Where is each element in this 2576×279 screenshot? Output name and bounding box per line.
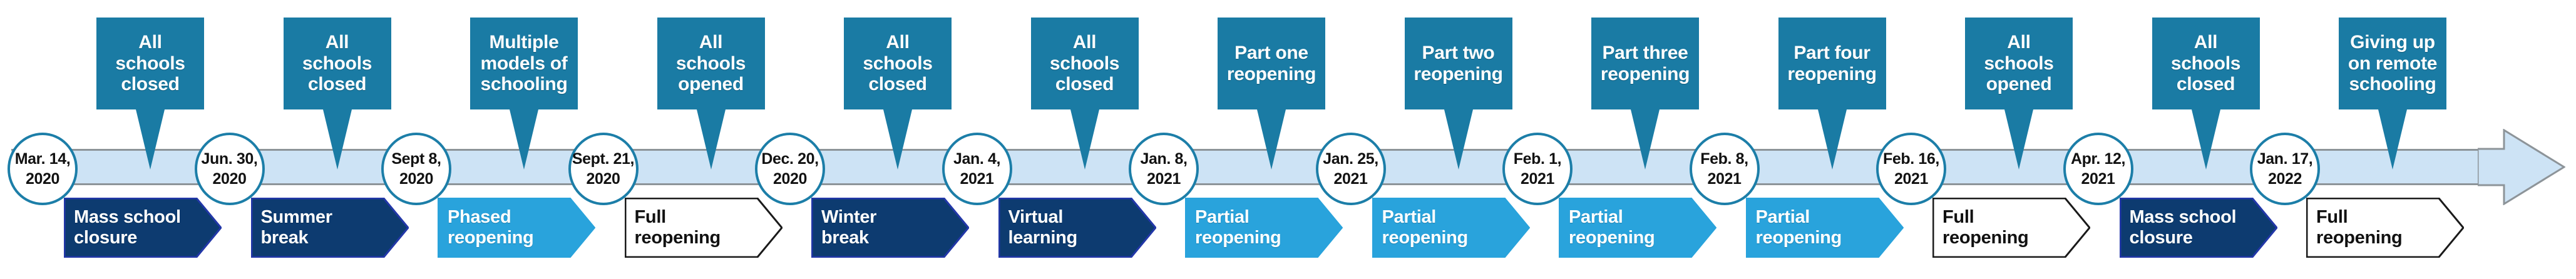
callout-pointer: [2191, 109, 2220, 170]
callout-pointer: [2378, 109, 2407, 170]
date-marker-circle[interactable]: Jan. 8, 2021: [1129, 133, 1199, 205]
date-line-2: 2021: [960, 170, 994, 188]
date-line-2: 2021: [2081, 170, 2115, 188]
date-line-2: 2020: [212, 170, 247, 188]
date-marker-circle[interactable]: Apr. 12, 2021: [2063, 133, 2133, 205]
date-line-1: Feb. 1,: [1513, 150, 1562, 168]
callout-pointer: [1257, 109, 1286, 170]
date-line-2: 2021: [1894, 170, 1928, 188]
date-line-1: Mar. 14,: [14, 150, 71, 168]
callout-pointer: [1444, 109, 1473, 170]
date-line-1: Jan. 25,: [1323, 150, 1378, 168]
date-line-2: 2021: [1520, 170, 1554, 188]
date-line-2: 2021: [1707, 170, 1742, 188]
date-marker-circle[interactable]: Jan. 4, 2021: [942, 133, 1012, 205]
date-marker-circle[interactable]: Jan. 17, 2022: [2250, 133, 2320, 205]
date-marker-circle[interactable]: Mar. 14, 2020: [8, 133, 78, 205]
date-marker-circle[interactable]: Sept 8, 2020: [381, 133, 451, 205]
date-line-2: 2020: [586, 170, 620, 188]
timeline-continues-arrow: [2478, 129, 2565, 205]
date-line-2: 2021: [1146, 170, 1181, 188]
callout-pointer: [2004, 109, 2033, 170]
date-line-1: Jun. 30,: [201, 150, 258, 168]
date-line-2: 2020: [399, 170, 433, 188]
date-line-1: Jan. 4,: [953, 150, 1001, 168]
date-line-2: 2022: [2267, 170, 2302, 188]
date-line-1: Feb. 8,: [1700, 150, 1748, 168]
date-line-1: Feb. 16,: [1883, 150, 1939, 168]
date-marker-circle[interactable]: Jun. 30, 2020: [194, 133, 265, 205]
callout-pointer: [1631, 109, 1660, 170]
date-line-1: Sept 8,: [391, 150, 441, 168]
date-line-2: 2020: [25, 170, 59, 188]
callout-pointer: [883, 109, 912, 170]
date-line-2: 2020: [772, 170, 807, 188]
callout-pointer: [696, 109, 726, 170]
date-marker-circle[interactable]: Feb. 16, 2021: [1876, 133, 1946, 205]
callout-pointer: [510, 109, 538, 170]
date-marker-circle[interactable]: Sept. 21, 2020: [568, 133, 639, 205]
callout-pointer: [1070, 109, 1099, 170]
callout-pointer: [1817, 109, 1847, 170]
date-line-1: Jan. 17,: [2257, 150, 2313, 168]
date-line-2: 2021: [1333, 170, 1368, 188]
date-line-1: Jan. 8,: [1140, 150, 1188, 168]
date-line-1: Apr. 12,: [2070, 150, 2126, 168]
date-line-1: Sept. 21,: [572, 150, 635, 168]
date-marker-circle[interactable]: Jan. 25, 2021: [1315, 133, 1386, 205]
date-marker-circle[interactable]: Feb. 1, 2021: [1502, 133, 1573, 205]
date-marker-circle[interactable]: Feb. 8, 2021: [1689, 133, 1760, 205]
callout-pointer: [322, 109, 352, 170]
date-marker-circle[interactable]: Dec. 20, 2020: [755, 133, 825, 205]
date-line-1: Dec. 20,: [761, 150, 819, 168]
callout-pointer: [136, 109, 165, 170]
